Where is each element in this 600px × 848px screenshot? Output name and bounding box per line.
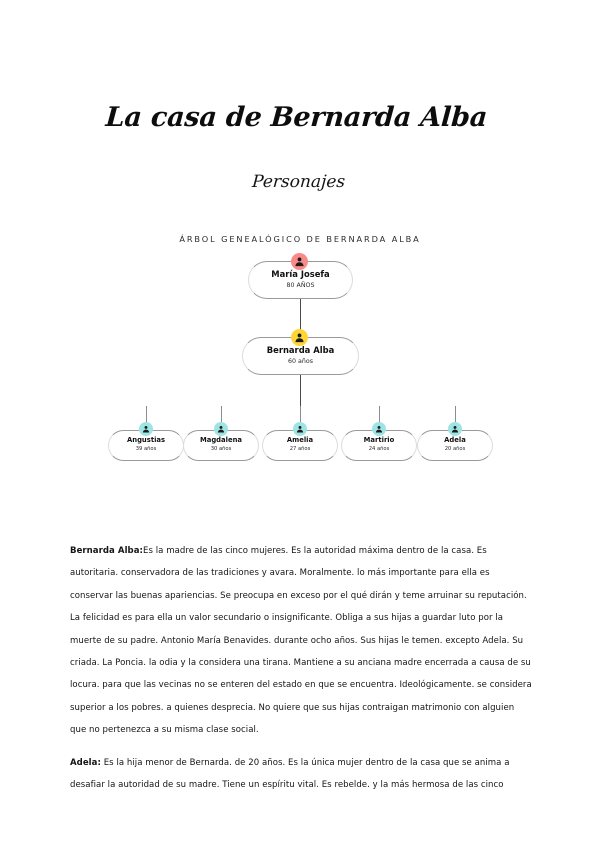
node-name: Amelia xyxy=(286,436,314,445)
node-name: Adela xyxy=(444,436,466,445)
node-age: 60 años xyxy=(288,358,313,366)
node-age: 39 años xyxy=(135,446,157,453)
node-age: 20 años xyxy=(444,446,466,453)
node-name: Angustias xyxy=(126,436,166,445)
node-age: 80 AÑOS xyxy=(286,282,315,290)
node-name: Bernarda Alba xyxy=(266,344,335,355)
paragraph-lead: Bernarda Alba: xyxy=(70,546,144,556)
paragraph-bernarda: Bernarda Alba:Es la madre de las cinco m… xyxy=(70,540,532,742)
person-icon xyxy=(214,421,228,436)
connector-line xyxy=(300,298,301,337)
connector-line xyxy=(146,405,147,422)
page-subtitle: Personajes xyxy=(251,171,346,192)
person-icon xyxy=(139,421,153,436)
person-icon xyxy=(291,252,308,270)
connector-line xyxy=(455,405,456,422)
node-name: Magdalena xyxy=(199,436,243,445)
body-copy: Bernarda Alba:Es la madre de las cinco m… xyxy=(70,540,532,806)
node-age: 27 años xyxy=(289,446,311,453)
node-age: 30 años xyxy=(210,446,232,453)
paragraph-adela: Adela: Es la hija menor de Bernarda. de … xyxy=(70,752,532,797)
paragraph-text: Es la madre de las cinco mujeres. Es la … xyxy=(70,546,532,736)
connector-line xyxy=(379,405,380,422)
connector-line xyxy=(300,374,301,420)
connector-line xyxy=(300,405,301,422)
paragraph-lead: Adela: xyxy=(70,757,101,768)
page-title: La casa de Bernarda Alba xyxy=(104,102,489,133)
node-age: 24 años xyxy=(368,446,390,453)
connector-line xyxy=(221,405,222,422)
paragraph-text: Es la hija menor de Bernarda. de 20 años… xyxy=(70,757,510,791)
node-name: María Josefa xyxy=(271,268,330,279)
genealogy-diagram: ÁRBOL GENEALÓGICO DE BERNARDA ALBA María… xyxy=(0,234,600,484)
diagram-heading: ÁRBOL GENEALÓGICO DE BERNARDA ALBA xyxy=(179,233,421,244)
person-icon xyxy=(291,328,308,346)
person-icon xyxy=(293,421,307,436)
person-icon xyxy=(372,421,386,436)
node-name: Martirio xyxy=(363,436,395,445)
person-icon xyxy=(448,421,462,436)
